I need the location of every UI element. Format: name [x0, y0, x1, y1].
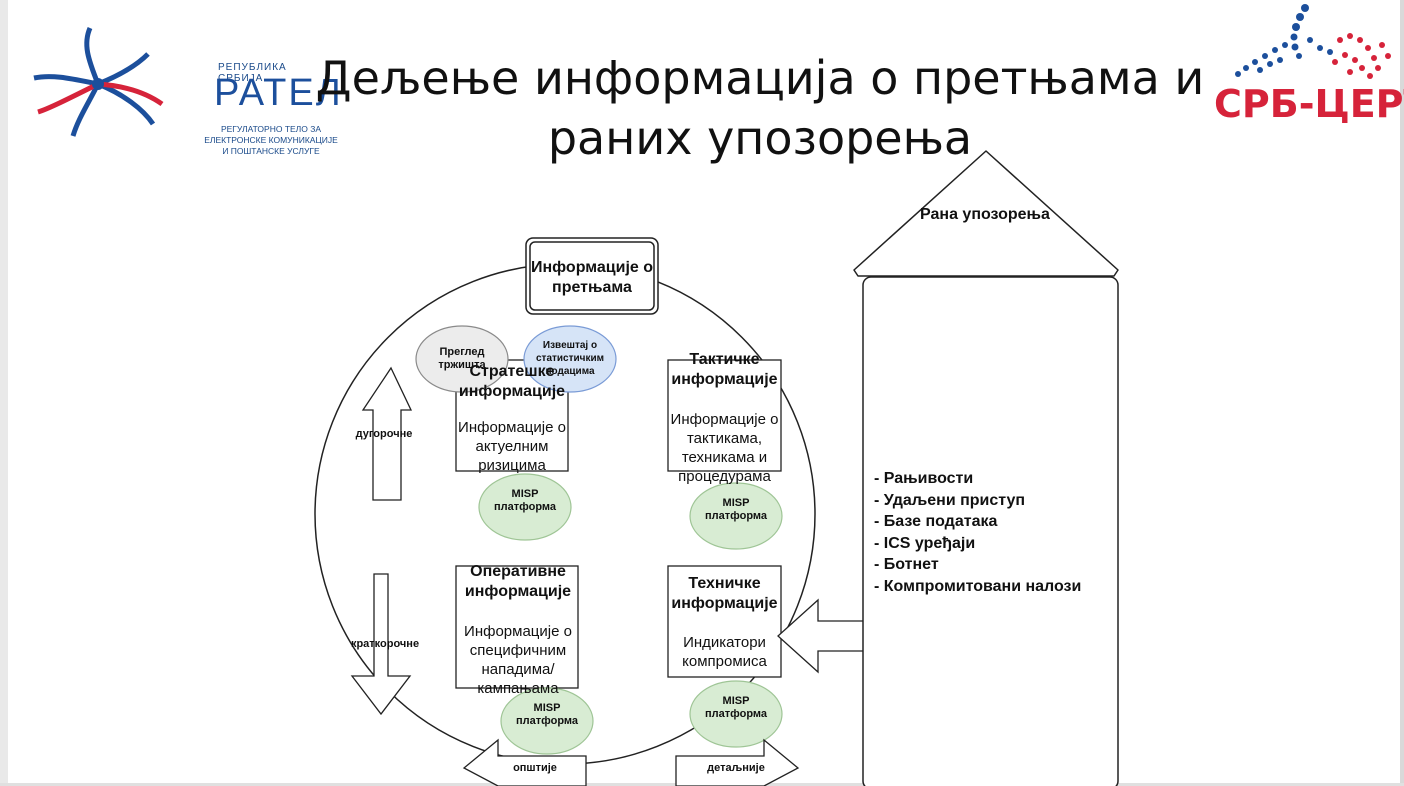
ratel-subtitle-line: ЕЛЕКТРОНСКЕ КОМУНИКАЦИЈЕ — [204, 135, 338, 145]
ratel-emblem-icon — [33, 26, 164, 137]
technical-title: Техничке информације — [671, 575, 778, 612]
operational-title: Оперативне информације — [464, 563, 572, 600]
srb-cert-name: СРБ-ЦЕРТ — [1214, 82, 1404, 126]
misp-label-technical: MISP платформа — [704, 695, 768, 720]
warning-item: - Рањивости — [874, 470, 974, 487]
misp-ellipse-operational — [500, 687, 594, 755]
general-label: општије — [513, 762, 557, 774]
window-right-edge — [1400, 0, 1404, 786]
early-warning-roof — [853, 150, 1119, 277]
early-warning-tower — [862, 276, 1119, 786]
strategic-body: Информације о актуелним ризицима — [458, 419, 566, 474]
misp-ellipse-technical — [689, 680, 783, 748]
warning-item: - Компромитовани налози — [874, 577, 1082, 595]
stats-report-label: Извештај о статистичким подацима — [535, 340, 605, 377]
market-review-label: Преглед тржишта — [438, 346, 486, 371]
misp-label-operational: MISP платформа — [515, 702, 579, 727]
warning-item: - ICS уређаји — [874, 534, 976, 552]
strategic-title: Стратешке информације — [458, 363, 566, 400]
warning-item: - Ботнет — [874, 556, 939, 573]
operational-box — [455, 565, 579, 689]
center-box-label: Информације о претњама — [530, 259, 654, 296]
tactical-body: Информације о тактикама, техникама и про… — [670, 411, 779, 485]
srb-cert-dots-icon — [1235, 4, 1391, 79]
misp-label-strategic: MISP платформа — [493, 488, 557, 513]
technical-box — [667, 565, 782, 678]
window-left-edge — [0, 0, 8, 786]
ratel-country-label: РЕПУБЛИКА СРБИЈА — [218, 62, 287, 84]
general-arrow — [462, 738, 587, 786]
srb-cert-logo: СРБ-ЦЕРТ — [1210, 0, 1404, 130]
center-box-inner — [529, 241, 655, 311]
ratel-name: РАТЕЛ — [214, 72, 343, 114]
tactical-box — [667, 359, 782, 472]
warning-list: - Рањивости - Удаљени приступ - Базе под… — [874, 468, 1081, 597]
detailed-label: детаљније — [707, 762, 765, 774]
long-term-arrow — [361, 366, 413, 501]
warning-item: - Базе података — [874, 513, 998, 530]
warning-feed-arrow — [777, 598, 865, 674]
misp-ellipse-tactical — [689, 482, 783, 550]
long-term-label: дугорочне — [355, 428, 413, 440]
short-term-arrow — [350, 573, 412, 716]
tactical-title: Тактичке информације — [671, 351, 778, 388]
early-warning-label: Рана упозорења — [920, 206, 1050, 223]
ratel-subtitle: РЕГУЛАТОРНО ТЕЛО ЗА ЕЛЕКТРОНСКЕ КОМУНИКА… — [196, 124, 346, 157]
market-review-ellipse — [415, 325, 509, 393]
ratel-logo: РЕПУБЛИКА СРБИЈА РАТЕЛ РЕГУЛАТОРНО ТЕЛО … — [28, 24, 341, 156]
ratel-subtitle-line: РЕГУЛАТОРНО ТЕЛО ЗА — [220, 124, 322, 134]
ratel-subtitle-line: И ПОШТАНСКЕ УСЛУГЕ — [222, 146, 320, 156]
misp-label-tactical: MISP платформа — [704, 497, 768, 522]
technical-body: Индикатори компромиса — [682, 634, 767, 670]
warning-item: - Удаљени приступ — [874, 491, 1026, 509]
slide-title: Дељење информација о претњама и раних уп… — [315, 51, 1205, 165]
short-term-label: краткорочне — [350, 638, 420, 650]
operational-body: Информације о специфичним нападима/ камп… — [464, 623, 572, 697]
stats-report-ellipse — [523, 325, 617, 393]
misp-ellipse-strategic — [478, 473, 572, 541]
detailed-arrow — [675, 738, 800, 786]
